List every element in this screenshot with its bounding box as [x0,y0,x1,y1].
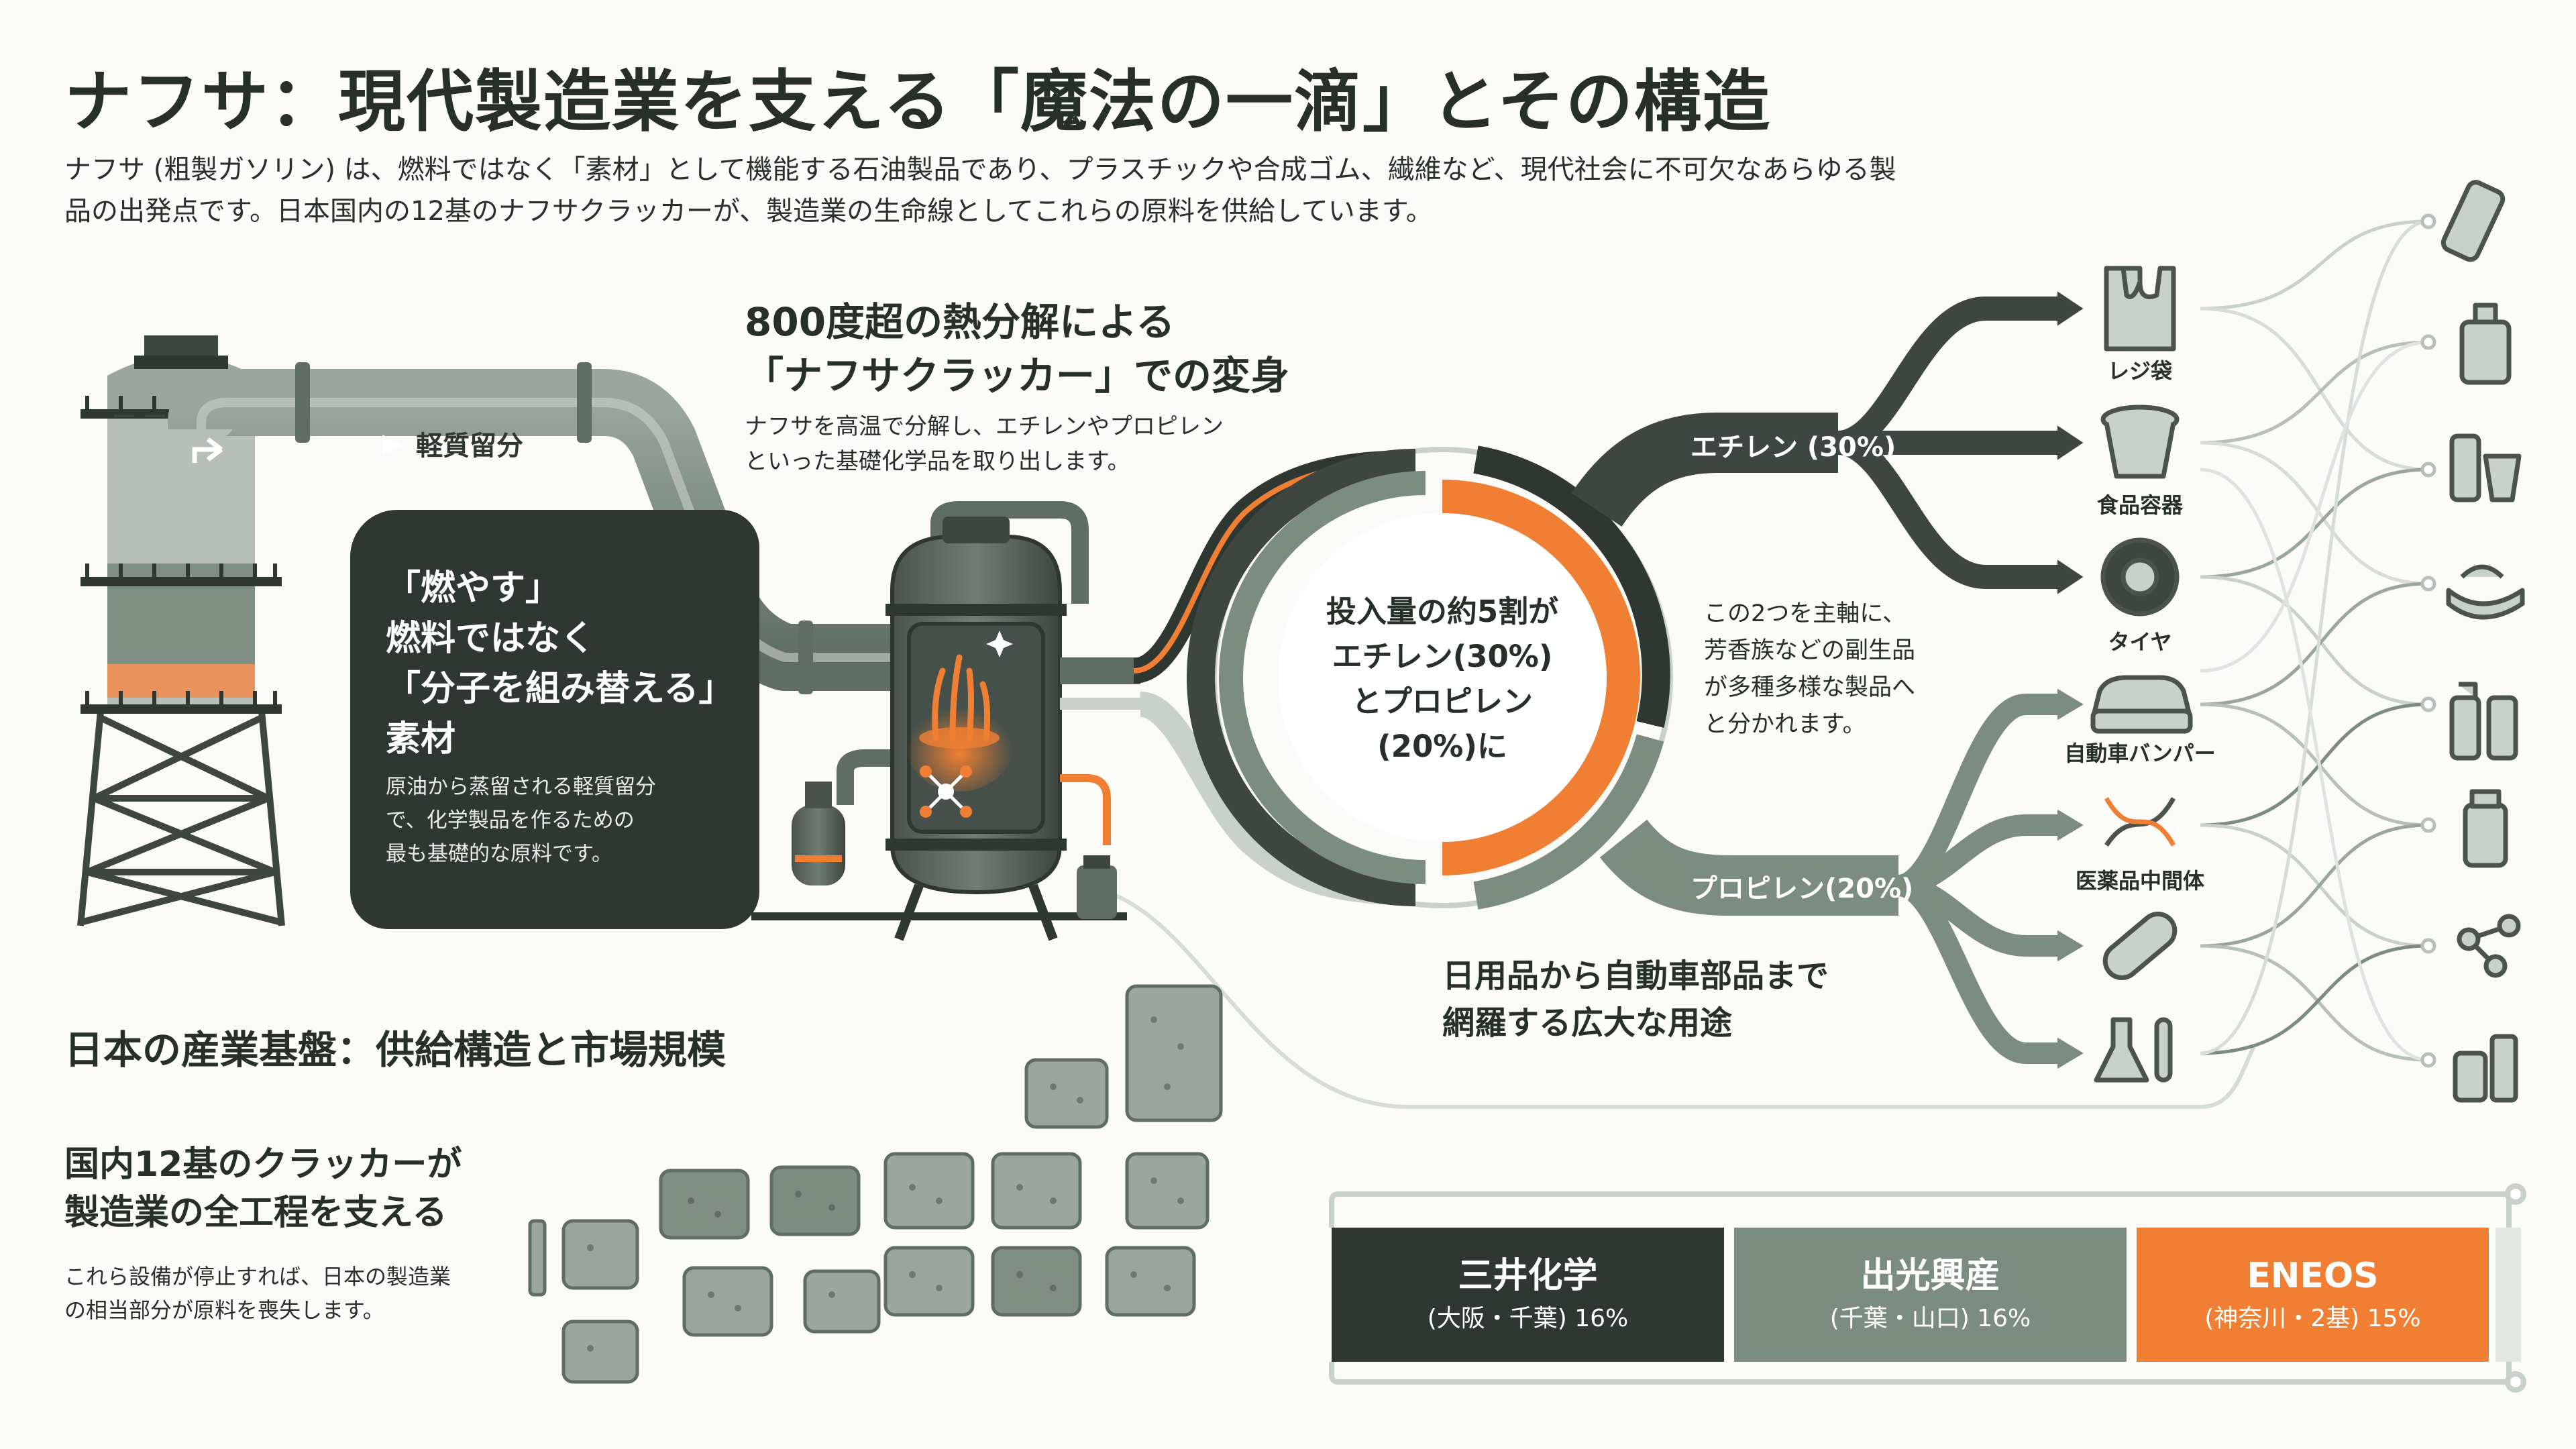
propylene-label: プロピレン(20%) [1690,873,1914,904]
distillation-tower [77,335,285,926]
car-bumper-icon [2090,675,2193,734]
ring-line3: とプロピレン [1351,684,1533,719]
capsule-icon [2102,912,2178,980]
cracker-title-line2: 「ナフサクラッカー」での変身 [745,353,1290,398]
yield-ring [1132,445,1673,910]
panel-text-line2: で、化学製品を作るための [386,808,635,833]
lab-flask-icon [2094,1017,2173,1083]
fanout-lines [2200,219,2429,1062]
product-label: レジ袋 [2107,358,2172,384]
detergent-bottle-icon [2459,303,2512,385]
hand-cream-icon [2446,564,2525,620]
branch-note-line3: が多種多様な製品へ [1704,674,1916,701]
product-label: タイヤ [2108,629,2172,655]
panel-text-line3: 最も基礎的な原料です。 [386,842,612,866]
cracker-desc-line1: ナフサを高温で分解し、エチレンやプロピレン [745,413,1224,440]
panel-headline-line1: 「燃やす」 [386,568,561,608]
share-detail: (神奈川・2基) 15% [2204,1305,2421,1332]
bottle-icon [2440,180,2506,262]
cracker-count-line1: 国内12基のクラッカーが [64,1144,462,1185]
product-label: 医薬品中間体 [2075,868,2204,894]
branch-note-line2: 芳香族などの副生品 [1704,637,1916,664]
share-name: 三井化学 [1458,1256,1598,1296]
share-name: 出光興産 [1860,1256,2000,1296]
cracker-warning-line2: の相当部分が原料を喪失します。 [64,1297,384,1323]
panel-headline-line3: 「分子を組み替える」 [386,669,734,709]
uses-note-line1: 日用品から自動車部品まで [1442,957,1829,995]
molecule-icon [2457,914,2521,978]
cracker-count-line2: 製造業の全工程を支える [64,1193,447,1233]
dna-icon [2104,797,2176,847]
uses-note: 日用品から自動車部品まで 網羅する広大な用途 [1442,953,1829,1046]
share-detail: (大阪・千葉) 16% [1427,1305,1629,1332]
cracker-warning: これら設備が停止すれば、日本の製造業 の相当部分が原料を喪失します。 [64,1260,451,1327]
cracker-description: ナフサを高温で分解し、エチレンやプロピレン といった基礎化学品を取り出します。 [745,409,1224,479]
cracker-title-line1: 800度超の熱分解による [745,299,1175,345]
panel-text: 原油から蒸留される軽質留分 で、化学製品を作るための 最も基礎的な原料です。 [386,770,735,871]
product-label: 自動車バンパー [2064,741,2216,766]
share-mitsui: 三井化学 (大阪・千葉) 16% [1332,1228,1724,1362]
panel-headline: 「燃やす」 燃料ではなく 「分子を組み替える」 素材 [386,564,735,765]
material-panel [350,510,759,929]
cracker-warning-line1: これら設備が停止すれば、日本の製造業 [64,1264,451,1289]
ethylene-label: エチレン (30%) [1690,432,1896,463]
ring-center-text: 投入量の約5割が エチレン(30%) とプロピレン (20%)に [1285,589,1600,769]
panel-headline-line2: 燃料ではなく [386,619,596,659]
page-title: ナフサ：現代製造業を支える「魔法の一滴」とその構造 [64,62,1771,141]
cracker-count: 国内12基のクラッカーが 製造業の全工程を支える [64,1140,462,1237]
share-eneos: ENEOS (神奈川・2基) 15% [2137,1228,2489,1362]
cosmetics-icon [2453,1034,2518,1103]
bottle-cup-icon [2449,433,2522,502]
medicine-bottle-icon [2463,789,2508,868]
ethylene-branch [1571,291,2084,594]
share-remainder [2496,1228,2521,1362]
cracker-reactor [751,501,1140,941]
product-label: 食品容器 [2096,492,2183,518]
propylene-branch [1599,688,2084,1069]
branch-note-line1: この2つを主軸に、 [1704,600,1907,627]
share-name: ENEOS [2247,1256,2379,1296]
branch-note: この2つを主軸に、 芳香族などの副生品 が多種多様な製品へ と分かれます。 [1704,596,1915,743]
share-idemitsu: 出光興産 (千葉・山口) 16% [1734,1228,2127,1362]
cracker-desc-line2: といった基礎化学品を取り出します。 [745,448,1130,475]
share-detail: (千葉・山口) 16% [1829,1305,2031,1332]
ring-line4: (20%)に [1377,729,1507,764]
plastic-bag-icon [2104,266,2176,352]
tire-icon [2100,537,2180,616]
cracker-title: 800度超の熱分解による 「ナフサクラッカー」での変身 [745,295,1289,402]
branch-note-line4: と分かれます。 [1704,711,1866,738]
uses-note-line2: 網羅する広大な用途 [1442,1004,1733,1042]
pipe-label: 軽質留分 [416,431,523,462]
industry-heading: 日本の産業基盤：供給構造と市場規模 [64,1027,727,1073]
panel-headline-line4: 素材 [386,719,456,759]
panel-text-line1: 原油から蒸留される軽質留分 [386,775,656,799]
food-container-icon [2100,405,2180,479]
japan-cracker-map [528,984,1223,1384]
flow-line [1106,890,2256,1109]
intro-paragraph: ナフサ (粗製ガソリン) は、燃料ではなく「素材」として機能する石油製品であり、… [64,154,1896,227]
ring-line2: エチレン(30%) [1332,639,1553,674]
spray-bottle-icon [2449,682,2518,761]
ring-line1: 投入量の約5割が [1326,594,1559,629]
